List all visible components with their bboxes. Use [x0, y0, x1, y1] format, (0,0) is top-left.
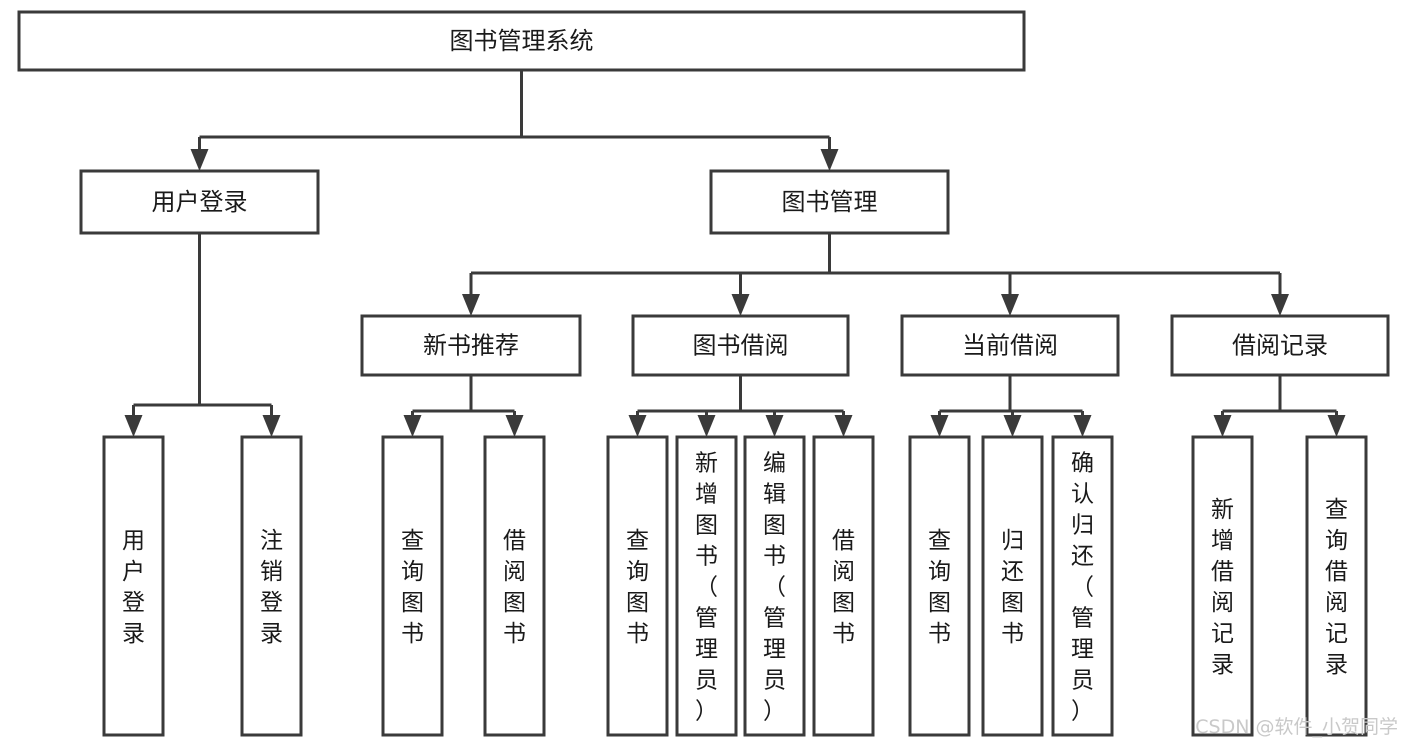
node-label: 借阅记录: [1232, 332, 1328, 360]
node-label: 图书借阅: [693, 332, 789, 360]
node-rect: [675, 435, 738, 737]
arrow-head-icon: [834, 415, 853, 437]
leaf-label: 确认归还（管理员）: [1071, 451, 1094, 725]
leaf-node-leaf-add-book[interactable]: 新增图书（管理员）: [675, 435, 738, 737]
node-rect: [1191, 435, 1254, 737]
nodes-layer: 图书管理系统用户登录图书管理新书推荐图书借阅当前借阅借阅记录用户登录注销登录查询…: [17, 10, 1390, 737]
node-rect: [606, 435, 669, 737]
node-rect: [900, 314, 1120, 377]
arrow-head-icon: [1271, 294, 1289, 316]
leaf-label: 查询借阅记录: [1325, 497, 1348, 678]
node-rect: [79, 169, 320, 235]
arrow-head-icon: [765, 415, 784, 437]
arrow-head-icon: [124, 415, 143, 437]
leaf-label: 用户登录: [122, 528, 145, 647]
level3-node-borrow-record[interactable]: 借阅记录: [1170, 314, 1390, 377]
node-label: 图书管理: [782, 188, 878, 216]
arrow-head-icon: [262, 415, 281, 437]
leaf-node-leaf-borrow-book-2[interactable]: 借阅图书: [812, 435, 875, 737]
arrow-head-icon: [403, 415, 422, 437]
level2-node-user-login[interactable]: 用户登录: [79, 169, 320, 235]
leaf-label: 新增借阅记录: [1211, 497, 1234, 678]
leaf-node-leaf-query-record[interactable]: 查询借阅记录: [1305, 435, 1368, 737]
arrow-head-icon: [628, 415, 647, 437]
leaf-node-leaf-user-login[interactable]: 用户登录: [102, 435, 165, 737]
node-label: 当前借阅: [962, 332, 1058, 360]
node-label: 图书管理系统: [450, 27, 594, 55]
node-rect: [17, 10, 1026, 72]
leaf-node-leaf-query-book-1[interactable]: 查询图书: [381, 435, 444, 737]
node-rect: [381, 435, 444, 737]
arrow-head-icon: [1073, 415, 1092, 437]
arrow-head-icon: [190, 149, 209, 171]
leaf-node-leaf-edit-book[interactable]: 编辑图书（管理员）: [743, 435, 806, 737]
arrow-head-icon: [505, 415, 524, 437]
leaf-node-leaf-add-record[interactable]: 新增借阅记录: [1191, 435, 1254, 737]
level3-node-book-borrow[interactable]: 图书借阅: [631, 314, 850, 377]
leaf-node-leaf-query-book-3[interactable]: 查询图书: [908, 435, 971, 737]
node-rect: [1170, 314, 1390, 377]
leaf-node-leaf-query-book-2[interactable]: 查询图书: [606, 435, 669, 737]
leaf-label: 新增图书（管理员）: [695, 451, 718, 725]
arrow-head-icon: [1001, 294, 1019, 316]
leaf-node-leaf-confirm-return[interactable]: 确认归还（管理员）: [1051, 435, 1114, 737]
leaf-label: 编辑图书（管理员）: [763, 451, 786, 725]
arrow-head-icon: [1327, 415, 1346, 437]
leaf-label: 借阅图书: [832, 528, 855, 647]
node-rect: [812, 435, 875, 737]
leaf-label: 借阅图书: [503, 528, 526, 647]
leaf-label: 注销登录: [260, 528, 283, 647]
node-rect: [981, 435, 1044, 737]
leaf-label: 查询图书: [401, 528, 424, 647]
node-rect: [631, 314, 850, 377]
arrow-head-icon: [462, 294, 480, 316]
leaf-label: 归还图书: [1001, 528, 1024, 647]
csdn-watermark: CSDN @软件_小贺同学: [1195, 716, 1398, 738]
node-label: 新书推荐: [423, 332, 519, 360]
node-rect: [1051, 435, 1114, 737]
node-label: 用户登录: [152, 188, 248, 216]
leaf-label: 查询图书: [626, 528, 649, 647]
leaf-node-leaf-user-logout[interactable]: 注销登录: [240, 435, 303, 737]
level3-node-current-borrow[interactable]: 当前借阅: [900, 314, 1120, 377]
node-rect: [908, 435, 971, 737]
arrow-head-icon: [930, 415, 949, 437]
arrow-head-icon: [1213, 415, 1232, 437]
node-rect: [360, 314, 582, 377]
node-rect: [240, 435, 303, 737]
leaf-node-leaf-borrow-book-1[interactable]: 借阅图书: [483, 435, 546, 737]
node-rect: [709, 169, 950, 235]
node-rect: [102, 435, 165, 737]
edges-layer: [124, 70, 1346, 437]
arrow-head-icon: [820, 149, 839, 171]
arrow-head-icon: [731, 294, 750, 316]
leaf-label: 查询图书: [928, 528, 951, 647]
level2-node-book-manage[interactable]: 图书管理: [709, 169, 950, 235]
node-rect: [743, 435, 806, 737]
node-rect: [483, 435, 546, 737]
root-node-root[interactable]: 图书管理系统: [17, 10, 1026, 72]
arrow-head-icon: [697, 415, 716, 437]
node-rect: [1305, 435, 1368, 737]
leaf-node-leaf-return-book[interactable]: 归还图书: [981, 435, 1044, 737]
arrow-head-icon: [1003, 415, 1022, 437]
level3-node-new-book-rec[interactable]: 新书推荐: [360, 314, 582, 377]
